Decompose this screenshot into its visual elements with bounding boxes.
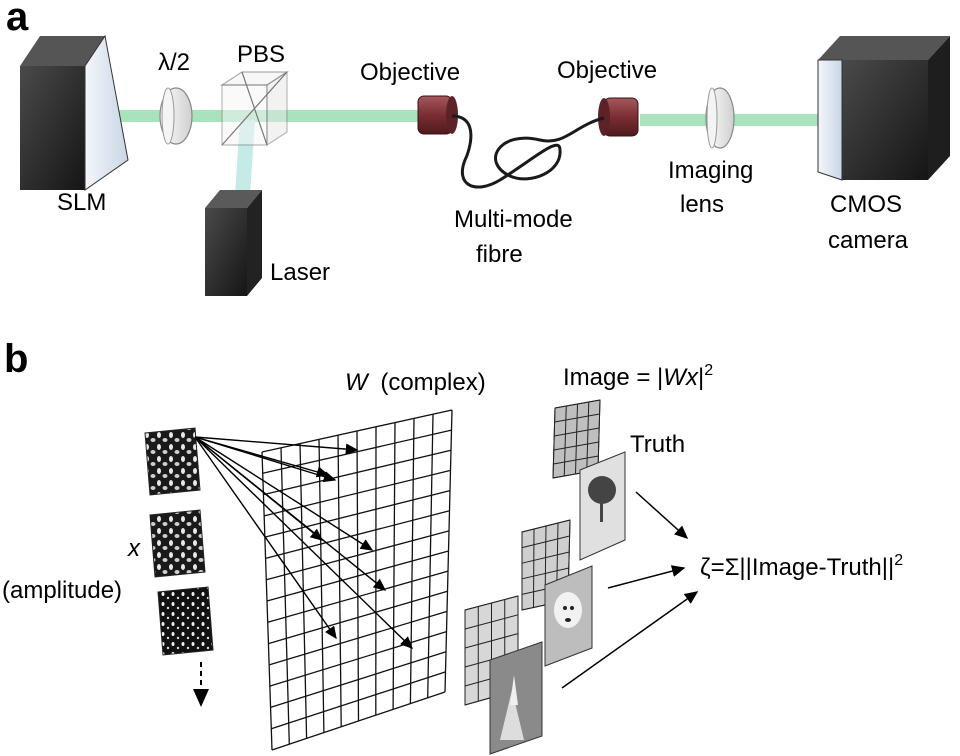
puppy-icon bbox=[554, 592, 582, 628]
multimode-label-line1: Multi-mode bbox=[454, 206, 573, 233]
image-eq-var: Wx bbox=[663, 364, 699, 391]
panel-b: b W (complex) Image = |Wx|2 x (amplitude… bbox=[2, 337, 903, 755]
laser-device bbox=[205, 190, 262, 296]
x-to-w-arrow bbox=[194, 436, 387, 591]
objective-left-label: Objective bbox=[360, 59, 460, 86]
cmos-label-line1: CMOS bbox=[830, 191, 902, 218]
w-matrix-grid bbox=[261, 409, 453, 751]
loss-function: ζ=Σ||Image-Truth||2 bbox=[700, 552, 903, 581]
imaging-lens bbox=[705, 87, 735, 149]
truth-label: Truth bbox=[630, 431, 685, 458]
arrow-pair2-to-loss bbox=[607, 565, 686, 589]
x-to-w-arrow bbox=[194, 436, 337, 640]
panel-a: a SLM λ/2 PBS bbox=[6, 0, 950, 296]
loss-text: ζ=Σ||Image-Truth|| bbox=[700, 554, 894, 581]
building-icon bbox=[500, 690, 524, 740]
arrow-pair1-to-loss bbox=[635, 491, 689, 540]
arrow-pair3-to-loss bbox=[561, 591, 699, 689]
x-desc: (amplitude) bbox=[2, 577, 122, 604]
x-pattern-1 bbox=[144, 427, 201, 496]
half-wave-plate bbox=[159, 87, 193, 145]
image-truth-pair-1 bbox=[552, 399, 626, 561]
w-label: W (complex) bbox=[345, 369, 486, 396]
pbs-cube bbox=[219, 70, 290, 147]
tree-icon bbox=[588, 476, 616, 504]
half-wave-label: λ/2 bbox=[158, 49, 190, 76]
x-to-w-arrow bbox=[194, 436, 374, 551]
x-to-w-arrow bbox=[194, 436, 359, 455]
objective-right bbox=[598, 97, 639, 137]
multimode-fibre bbox=[451, 114, 605, 189]
slm-device bbox=[20, 34, 129, 191]
slm-label: SLM bbox=[57, 189, 106, 216]
multimode-label-line2: fibre bbox=[476, 241, 523, 268]
laser-label: Laser bbox=[270, 259, 330, 286]
loss-exp: 2 bbox=[894, 552, 903, 569]
x-to-w-arrows bbox=[194, 436, 414, 649]
imaging-label-line1: Imaging bbox=[668, 157, 753, 184]
pbs-label: PBS bbox=[237, 41, 285, 68]
x-to-w-arrow bbox=[194, 436, 414, 649]
x-pattern-2 bbox=[149, 509, 206, 578]
objective-right-label: Objective bbox=[557, 57, 657, 84]
w-desc: (complex) bbox=[380, 369, 485, 396]
image-truth-pair-3 bbox=[464, 595, 543, 755]
image-equation: Image = |Wx|2 bbox=[563, 362, 713, 391]
image-truth-pair-2 bbox=[521, 519, 593, 667]
x-to-w-arrow bbox=[194, 436, 330, 478]
cmos-camera bbox=[817, 36, 950, 181]
image-eq-prefix: Image = | bbox=[563, 364, 663, 391]
imaging-label-line2: lens bbox=[680, 191, 724, 218]
panel-a-letter: a bbox=[6, 0, 29, 39]
panel-b-letter: b bbox=[4, 337, 28, 381]
w-symbol: W bbox=[345, 369, 370, 396]
cmos-label-line2: camera bbox=[828, 227, 909, 254]
image-eq-exp: 2 bbox=[704, 362, 713, 379]
image-eq-suffix: | bbox=[698, 364, 704, 391]
x-symbol: x bbox=[127, 535, 141, 562]
x-pattern-3 bbox=[157, 586, 214, 656]
